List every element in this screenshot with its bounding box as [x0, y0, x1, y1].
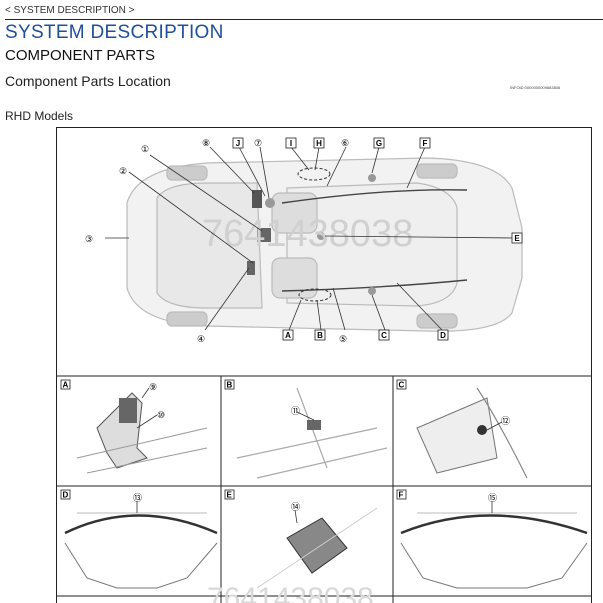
panel-d: D ⑬	[60, 489, 218, 589]
breadcrumb: < SYSTEM DESCRIPTION >	[5, 5, 135, 16]
models-label: RHD Models	[5, 109, 74, 123]
curtain-airbag-left	[281, 189, 468, 204]
component-location-figure: 7641438038 ① ② ③ ④ ⑤ ⑥ ⑦	[56, 127, 592, 603]
component-8	[252, 190, 262, 208]
callout-8: ⑧	[202, 138, 210, 148]
panel-b-label: B	[227, 381, 233, 390]
callout-I: I	[290, 139, 292, 148]
callout-5: ⑤	[339, 334, 347, 344]
callout-12: ⑫	[501, 416, 510, 426]
callout-2: ②	[119, 166, 127, 176]
panel-a-label: A	[63, 381, 69, 390]
callout-F: F	[423, 139, 428, 148]
callout-9: ⑨	[149, 382, 157, 392]
callout-H: H	[316, 139, 322, 148]
watermark: 7641438038	[202, 213, 413, 255]
panel-f: F ⑮	[396, 489, 588, 589]
callout-13: ⑬	[133, 493, 142, 503]
callout-3: ③	[85, 234, 93, 244]
figure-drawing: 7641438038 ① ② ③ ④ ⑤ ⑥ ⑦	[57, 137, 591, 603]
callout-E: E	[514, 234, 520, 243]
page-title: SYSTEM DESCRIPTION	[5, 22, 224, 43]
component-7	[265, 198, 275, 208]
page-subtitle: COMPONENT PARTS	[5, 47, 156, 64]
callout-G: G	[376, 139, 382, 148]
callout-4: ④	[197, 334, 205, 344]
callout-11: ⑪	[291, 406, 300, 416]
callout-B: B	[317, 331, 323, 340]
callout-A: A	[285, 331, 291, 340]
component-e-sensor	[317, 232, 325, 240]
callout-7: ⑦	[254, 138, 262, 148]
component-g-sensor	[368, 174, 376, 182]
panel-d-label: D	[63, 491, 69, 500]
panel-f-label: F	[399, 491, 404, 500]
header-rule	[5, 19, 603, 20]
callout-1: ①	[141, 144, 149, 154]
callout-15: ⑮	[488, 493, 497, 503]
callout-J: J	[236, 139, 240, 148]
panel-a: A ⑨ ⑩	[60, 379, 208, 474]
callout-C: C	[381, 331, 387, 340]
panel-e-label: E	[227, 491, 233, 500]
callout-6: ⑥	[341, 138, 349, 148]
panel-c-label: C	[399, 381, 405, 390]
callout-D: D	[440, 331, 446, 340]
car-top-view	[126, 157, 523, 332]
panel-c: C ⑫	[396, 379, 528, 479]
panel-e: E ⑭	[224, 489, 378, 589]
callout-14: ⑭	[291, 502, 300, 512]
component-c-sensor	[368, 287, 376, 295]
component-1	[257, 228, 271, 242]
panel-b: B ⑪	[224, 379, 388, 479]
section-heading: Component Parts Location	[5, 73, 171, 89]
watermark-lower: 7641438038	[207, 582, 374, 603]
info-id: INFOID:0000000009883806	[510, 85, 561, 90]
component-4	[247, 261, 255, 275]
callout-10: ⑩	[157, 410, 165, 420]
